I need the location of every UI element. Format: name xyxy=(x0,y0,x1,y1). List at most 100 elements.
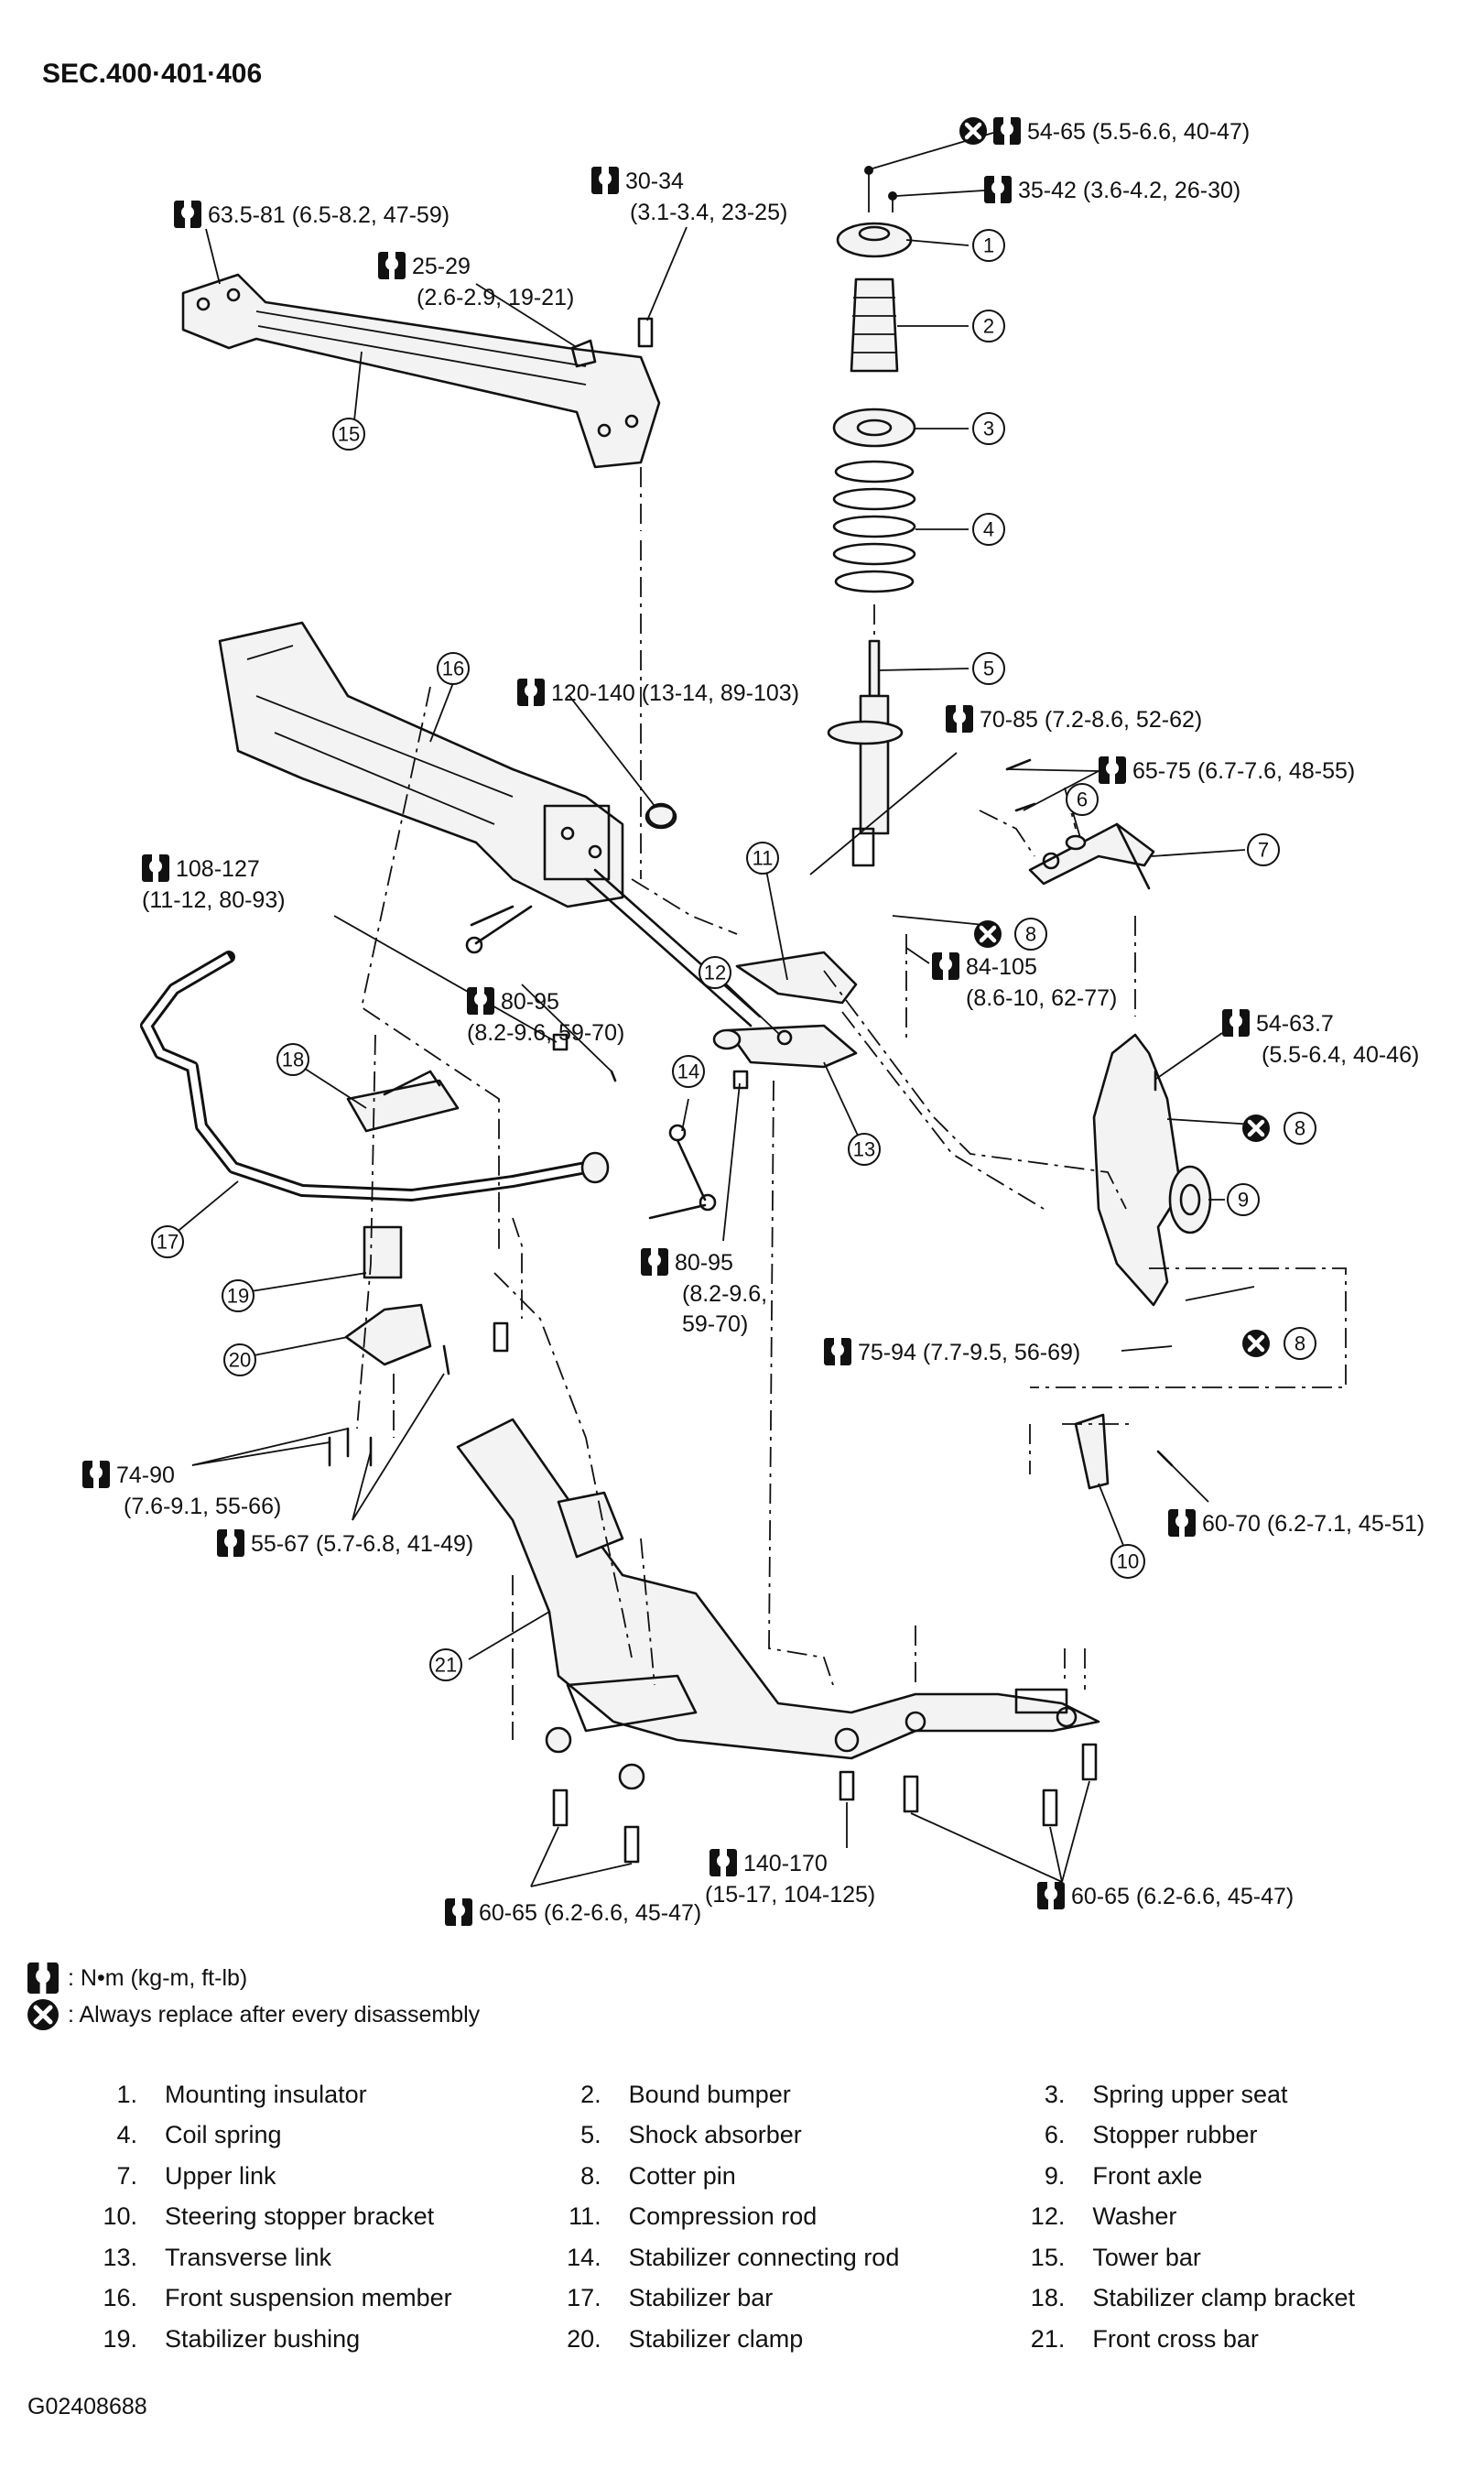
torque-callout-2: 35-42 (3.6-4.2, 26-30) xyxy=(984,176,1240,203)
bound-bumper xyxy=(850,277,899,373)
svg-text:35-42 (3.6-4.2, 26-30): 35-42 (3.6-4.2, 26-30) xyxy=(1018,178,1240,203)
front-suspension-member xyxy=(218,621,677,954)
legend-replace-row: : Always replace after every disassembly xyxy=(27,1996,480,2033)
callout-15: 15 xyxy=(332,418,365,451)
svg-text:(8.2-9.6,: (8.2-9.6, xyxy=(682,1281,767,1307)
callout-14: 14 xyxy=(672,1055,705,1088)
svg-text:120-140 (13-14, 89-103): 120-140 (13-14, 89-103) xyxy=(551,680,799,706)
torque-callout-7: 70-85 (7.2-8.6, 52-62) xyxy=(946,705,1202,733)
coil-spring xyxy=(832,460,916,593)
svg-text:18: 18 xyxy=(282,1049,304,1071)
callout-11: 11 xyxy=(746,842,779,875)
torque-callout-17: 60-70 (6.2-7.1, 45-51) xyxy=(1168,1509,1424,1537)
svg-text:19: 19 xyxy=(227,1285,249,1308)
torque-callout-3: 30-34(3.1-3.4, 23-25) xyxy=(591,167,787,225)
legend-torque-row: : N•m (kg-m, ft-lb) xyxy=(27,1960,480,1996)
legend: : N•m (kg-m, ft-lb) : Always replace aft… xyxy=(27,1960,480,2033)
svg-text:5: 5 xyxy=(983,658,994,680)
parts-row: 7.Upper link 8.Cotter pin 9.Front axle xyxy=(64,2156,1456,2197)
svg-text:80-95: 80-95 xyxy=(501,989,559,1015)
part-item: 10.Steering stopper bracket xyxy=(103,2202,435,2231)
callout-2: 2 xyxy=(972,310,1005,342)
svg-text:21: 21 xyxy=(435,1654,457,1677)
legend-replace-text: : Always replace after every disassembly xyxy=(68,2001,481,2028)
front-axle xyxy=(1092,1033,1212,1307)
callout-19: 19 xyxy=(222,1279,255,1312)
callout-8c: 8 xyxy=(1242,1327,1316,1360)
leader-lines xyxy=(168,239,1246,1660)
svg-text:63.5-81 (6.5-8.2, 47-59): 63.5-81 (6.5-8.2, 47-59) xyxy=(208,202,450,228)
torque-callout-12: 54-63.7(5.5-6.4, 40-46) xyxy=(1222,1009,1419,1068)
part-item: 1.Mounting insulator xyxy=(116,2080,367,2108)
callout-3: 3 xyxy=(972,412,1005,445)
svg-text:2: 2 xyxy=(983,315,994,338)
stabilizer-bar xyxy=(140,951,610,1201)
torque-callout-4: 63.5-81 (6.5-8.2, 47-59) xyxy=(174,201,450,228)
stopper-rubber xyxy=(1065,834,1087,851)
part-item: 3.Spring upper seat xyxy=(1044,2080,1288,2108)
tower-bar xyxy=(181,273,661,469)
callout-16: 16 xyxy=(437,652,470,685)
svg-text:70-85 (7.2-8.6, 52-62): 70-85 (7.2-8.6, 52-62) xyxy=(980,707,1202,733)
callout-5: 5 xyxy=(972,652,1005,685)
svg-text:14: 14 xyxy=(677,1060,699,1083)
svg-text:1: 1 xyxy=(983,234,994,257)
svg-text:8: 8 xyxy=(1294,1117,1305,1140)
torque-callout-5: 25-29(2.6-2.9, 19-21) xyxy=(378,252,574,310)
callout-1: 1 xyxy=(972,229,1005,262)
part-item: 5.Shock absorber xyxy=(580,2121,802,2149)
callout-8a: 8 xyxy=(974,918,1047,951)
upper-link xyxy=(1028,822,1155,890)
callout-18: 18 xyxy=(276,1043,309,1076)
svg-text:65-75 (6.7-7.6, 48-55): 65-75 (6.7-7.6, 48-55) xyxy=(1132,758,1355,784)
svg-text:84-105: 84-105 xyxy=(966,954,1037,980)
shock-absorber xyxy=(827,639,904,867)
spring-upper-seat xyxy=(832,408,916,448)
part-item: 12.Washer xyxy=(1030,2202,1177,2231)
svg-text:(8.6-10, 62-77): (8.6-10, 62-77) xyxy=(966,985,1117,1011)
part-item: 2.Bound bumper xyxy=(580,2080,791,2108)
svg-text:(2.6-2.9, 19-21): (2.6-2.9, 19-21) xyxy=(417,285,574,310)
svg-text:60-65 (6.2-6.6, 45-47): 60-65 (6.2-6.6, 45-47) xyxy=(479,1900,701,1926)
replace-x-icon xyxy=(27,1999,59,2030)
callout-9: 9 xyxy=(1227,1183,1260,1216)
transverse-link xyxy=(712,1024,858,1069)
part-item: 11.Compression rod xyxy=(569,2202,818,2231)
callout-8b: 8 xyxy=(1242,1112,1316,1145)
part-item: 9.Front axle xyxy=(1044,2161,1203,2190)
stabilizer-clamp-bracket xyxy=(346,1070,460,1133)
washer xyxy=(776,1029,793,1046)
callout-4: 4 xyxy=(972,513,1005,546)
svg-text:54-63.7: 54-63.7 xyxy=(1256,1011,1334,1037)
svg-text:30-34: 30-34 xyxy=(625,169,684,194)
parts-row: 16.Front suspension member 17.Stabilizer… xyxy=(64,2278,1456,2320)
svg-text:6: 6 xyxy=(1077,788,1088,811)
svg-text:12: 12 xyxy=(704,962,726,984)
torque-callout-19: 60-65 (6.2-6.6, 45-47) xyxy=(445,1898,701,1926)
steering-stopper-bracket xyxy=(1074,1413,1110,1490)
part-item: 16.Front suspension member xyxy=(103,2284,452,2312)
part-item: 13.Transverse link xyxy=(103,2243,332,2271)
parts-row: 1.Mounting insulator 2.Bound bumper 3.Sp… xyxy=(64,2074,1456,2115)
svg-text:54-65 (5.5-6.6, 40-47): 54-65 (5.5-6.6, 40-47) xyxy=(1027,119,1250,145)
svg-text:108-127: 108-127 xyxy=(176,856,260,882)
compression-rod xyxy=(584,868,858,1027)
parts-row: 10.Steering stopper bracket 11.Compressi… xyxy=(64,2197,1456,2238)
svg-text:55-67 (5.7-6.8, 41-49): 55-67 (5.7-6.8, 41-49) xyxy=(251,1531,473,1557)
svg-text:(15-17, 104-125): (15-17, 104-125) xyxy=(705,1882,875,1908)
svg-text:(7.6-9.1, 55-66): (7.6-9.1, 55-66) xyxy=(124,1494,281,1519)
torque-callout-9: 108-127(11-12, 80-93) xyxy=(142,854,286,913)
bolts xyxy=(328,317,1174,1864)
parts-row: 13.Transverse link 14.Stabilizer connect… xyxy=(64,2237,1456,2278)
torque-callout-10: 84-105 (8.6-10, 62-77) xyxy=(932,952,1117,1011)
svg-text:4: 4 xyxy=(983,518,994,541)
svg-text:11: 11 xyxy=(753,847,774,870)
svg-text:16: 16 xyxy=(442,658,464,680)
torque-callout-1: 54-65 (5.5-6.6, 40-47) xyxy=(959,117,1250,145)
callout-13: 13 xyxy=(848,1133,881,1166)
callout-20: 20 xyxy=(223,1343,256,1376)
parts-row: 4.Coil spring 5.Shock absorber 6.Stopper… xyxy=(64,2115,1456,2157)
strut-assembly xyxy=(827,166,916,867)
torque-callout-6: 120-140 (13-14, 89-103) xyxy=(517,679,799,706)
